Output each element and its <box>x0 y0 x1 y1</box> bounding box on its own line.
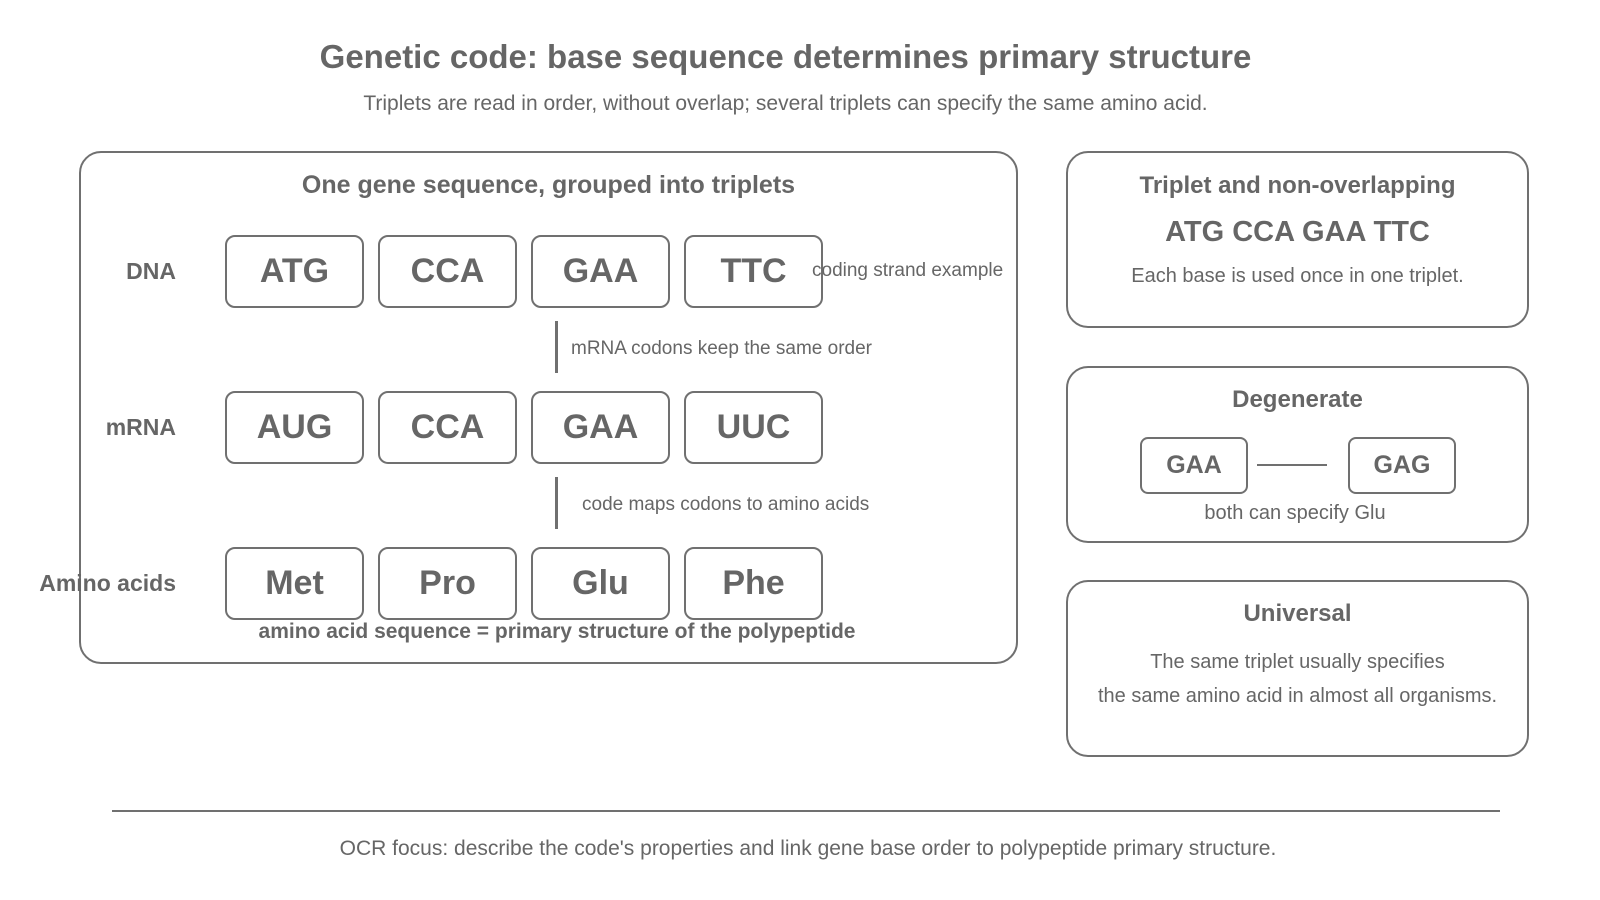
mrna-codon-2: CCA <box>378 391 517 464</box>
dna-triplet-4: TTC <box>684 235 823 308</box>
degenerate-note: both can specify Glu <box>1204 502 1386 524</box>
universal-line-2: the same amino acid in almost all organi… <box>1097 685 1498 707</box>
row-label-mrna: mRNA <box>105 414 176 440</box>
amino-acid-2: Pro <box>378 547 517 620</box>
degenerate-panel-title: Degenerate <box>1232 386 1363 413</box>
triplet-panel <box>1066 151 1529 328</box>
mrna-codon-1: AUG <box>225 391 364 464</box>
amino-acid-1: Met <box>225 547 364 620</box>
dna-triplet-3: GAA <box>531 235 670 308</box>
degenerate-panel <box>1066 366 1529 543</box>
connector-note-1: mRNA codons keep the same order <box>571 338 872 359</box>
mrna-codon-4: UUC <box>684 391 823 464</box>
degenerate-codon-gag: GAG <box>1348 437 1456 494</box>
page-subtitle: Triplets are read in order, without over… <box>363 92 1208 115</box>
degenerate-codon-gaa: GAA <box>1140 437 1248 494</box>
dna-note: coding strand example <box>812 260 1004 281</box>
triplet-panel-title: Triplet and non-overlapping <box>1139 172 1456 199</box>
triplet-note: Each base is used once in one triplet. <box>1131 265 1464 287</box>
connector-dna-mrna <box>555 321 558 373</box>
connector-mrna-amino <box>555 477 558 529</box>
amino-acid-4: Phe <box>684 547 823 620</box>
page-title: Genetic code: base sequence determines p… <box>319 38 1252 75</box>
dna-triplet-2: CCA <box>378 235 517 308</box>
footer-divider <box>112 810 1500 812</box>
footer-note: OCR focus: describe the code's propertie… <box>339 837 1277 860</box>
row-label-dna: DNA <box>126 258 176 284</box>
primary-structure-caption: amino acid sequence = primary structure … <box>258 620 856 643</box>
gene-sequence-panel-title: One gene sequence, grouped into triplets <box>301 171 796 199</box>
triplet-sequence: ATG CCA GAA TTC <box>1165 216 1430 248</box>
universal-line-1: The same triplet usually specifies <box>1150 651 1445 673</box>
degenerate-link <box>1257 464 1327 466</box>
amino-acid-3: Glu <box>531 547 670 620</box>
universal-panel-title: Universal <box>1243 600 1352 627</box>
mrna-codon-3: GAA <box>531 391 670 464</box>
universal-panel <box>1066 580 1529 757</box>
gene-sequence-panel <box>79 151 1018 664</box>
dna-triplet-1: ATG <box>225 235 364 308</box>
connector-note-2: code maps codons to amino acids <box>582 494 870 515</box>
row-label-amino-acids: Amino acids <box>39 570 176 596</box>
